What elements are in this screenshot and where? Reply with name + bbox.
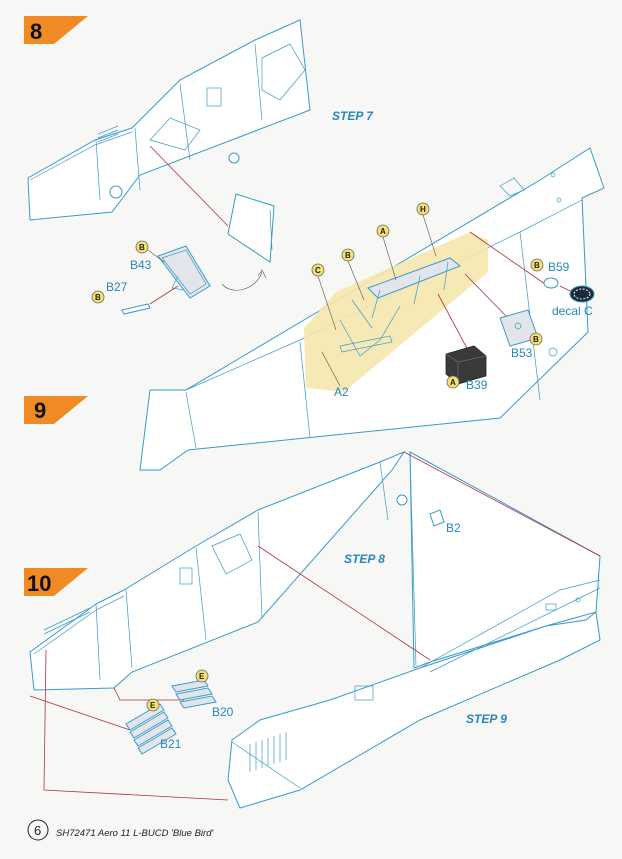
step-9-number: 9: [34, 398, 46, 423]
part-a39-badge-letter: A: [450, 378, 456, 387]
stick-b27-part: [121, 303, 151, 315]
step-9-ref-label: STEP 9: [466, 712, 507, 726]
part-b53-label: B53: [511, 346, 533, 360]
decal-c-shape: [569, 285, 595, 303]
part-a39-badge: [446, 375, 460, 389]
part-b43-badge: [135, 240, 149, 254]
part-b2-label: B2: [446, 521, 461, 535]
step-7-ref-label: STEP 7: [332, 109, 374, 123]
part-b27-label: B27: [106, 280, 128, 294]
part-c-badge-letter: C: [315, 266, 321, 275]
part-b20-label: B20: [212, 705, 234, 719]
part-a2-label: A2: [334, 385, 349, 399]
part-b21-label: B21: [160, 737, 182, 751]
fuselage-half-step9: [139, 147, 605, 471]
fuselage-half-step8: [27, 19, 311, 221]
page-number: 6: [34, 823, 41, 838]
seat-back-part: [227, 193, 275, 263]
part-h-badge-letter: H: [420, 205, 426, 214]
part-b43-label: B43: [130, 258, 152, 272]
part-b27-badge: [91, 290, 105, 304]
part-e20-badge: [195, 669, 209, 683]
part-b53-badge: [529, 332, 543, 346]
fuselage-left-step10: [29, 450, 406, 691]
part-b59-label: B59: [548, 260, 570, 274]
part-e21-badge: [146, 698, 160, 712]
footer-title: SH72471 Aero 11 L-BUCD 'Blue Bird': [56, 828, 214, 839]
decal-c-label: decal C: [552, 304, 593, 318]
seat-b43-part: [157, 245, 211, 299]
part-b59-badge: [530, 258, 544, 272]
part-b59-badge-letter: B: [534, 261, 540, 270]
step-8-flag: 8: [24, 16, 88, 44]
part-b20-shape: [171, 679, 217, 709]
part-b2-shape: [429, 509, 445, 527]
part-b59-shape: [543, 277, 559, 289]
part-a-badge-letter: A: [380, 227, 386, 236]
step-8-number: 8: [30, 19, 42, 44]
step-10-flag: 10: [24, 568, 88, 596]
part-b53-badge-letter: B: [533, 335, 539, 344]
step-9-flag: 9: [24, 396, 88, 424]
part-b21-shape: [125, 703, 177, 755]
step-8-ref-label: STEP 8: [344, 552, 385, 566]
part-e21-badge-letter: E: [150, 701, 156, 710]
part-b-strut-badge-letter: B: [345, 251, 351, 260]
part-b39-shape: [445, 345, 487, 385]
step-10-number: 10: [27, 571, 51, 596]
fuselage-right-step10: [227, 451, 601, 809]
part-e20-badge-letter: E: [199, 672, 205, 681]
part-b27-badge-letter: B: [95, 293, 101, 302]
part-b43-badge-letter: B: [139, 243, 145, 252]
page-number-circle: [27, 819, 49, 841]
part-b39-label: B39: [466, 378, 488, 392]
